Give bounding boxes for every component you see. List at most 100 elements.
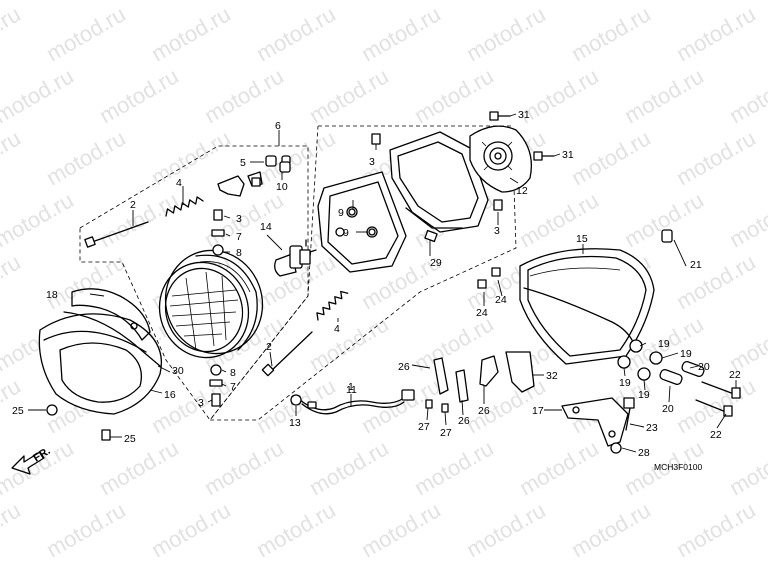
watermark-text: motod.ru [95,63,183,128]
watermark-text: motod.ru [725,187,768,252]
watermark-text: motod.ru [0,125,25,190]
leader-lines [28,113,737,453]
watermark-text: motod.ru [0,63,78,128]
watermark-text: motod.ru [672,249,760,314]
callout-28: 28 [638,447,650,459]
callout-19: 19 [680,348,692,360]
watermark-text: motod.ru [305,0,393,4]
watermark-text: motod.ru [672,125,760,190]
watermark-text: motod.ru [200,435,288,500]
watermark-text: motod.ru [95,0,183,4]
callout-21: 21 [690,259,702,271]
callout-7: 7 [236,231,242,243]
callout-25: 25 [12,405,24,417]
callout-27: 27 [440,427,452,439]
lower-bracket-32 [505,351,535,393]
callout-23: 23 [646,422,658,434]
watermark-text: motod.ru [357,1,445,66]
watermark-text: motod.ru [0,187,78,252]
callout-16: 16 [164,389,176,401]
watermark-text: motod.ru [672,497,760,562]
callout-3: 3 [369,156,375,168]
watermark-text: motod.ru [252,1,340,66]
watermark-text: motod.ru [0,249,25,314]
headlight-cowl [519,248,655,365]
callout-7: 7 [230,381,236,393]
watermark-text: motod.ru [305,435,393,500]
callout-14: 14 [260,221,272,233]
linkage-parts [433,355,499,403]
headlight-bulb [274,239,317,277]
callout-1: 1 [348,381,354,393]
callout-20: 20 [698,361,710,373]
watermark-text: motod.ru [42,497,130,562]
callout-10: 10 [276,181,288,193]
case-bracket [389,131,489,243]
watermark-text: motod.ru [0,1,25,66]
front-shell [38,313,162,415]
callout-22: 22 [710,429,722,441]
callout-13: 13 [289,417,301,429]
group-frame-6 [79,145,309,421]
callout-19: 19 [638,389,650,401]
watermark-text: motod.ru [305,63,393,128]
watermark-text: motod.ru [515,435,603,500]
watermark-text: motod.ru [200,63,288,128]
watermark-text: motod.ru [95,435,183,500]
callout-4: 4 [176,177,182,189]
callout-24: 24 [495,294,507,306]
watermark-text: motod.ru [252,497,340,562]
callout-2: 2 [266,341,272,353]
callout-6: 6 [275,120,281,132]
watermark-text: motod.ru [567,1,655,66]
callout-30: 30 [172,365,184,377]
watermark-text: motod.ru [515,0,603,4]
watermark-text: motod.ru [620,63,708,128]
callout-26: 26 [458,415,470,427]
watermark-text: motod.ru [252,125,340,190]
callout-17: 17 [532,405,544,417]
watermark-text: motod.ru [725,63,768,128]
watermark-text: motod.ru [410,435,498,500]
drawing-code: MCH3F0100 [654,462,702,472]
watermark-text: motod.ru [357,497,445,562]
watermark-text: motod.ru [515,187,603,252]
watermark-text: motod.ru [725,435,768,500]
watermark-text: motod.ru [305,311,393,376]
watermark-text: motod.ru [672,1,760,66]
callout-3: 3 [236,213,242,225]
headlight-rim [164,249,264,355]
callout-11: 11 [346,384,357,396]
watermark-text: motod.ru [42,249,130,314]
watermark-text: motod.ru [147,497,235,562]
callout-4: 4 [334,323,340,335]
watermark-text: motod.ru [200,0,288,4]
callout-9: 9 [343,227,349,239]
callout-26: 26 [478,405,490,417]
callout-19: 19 [619,377,631,389]
callout-3: 3 [198,397,204,409]
callout-18: 18 [46,289,58,301]
callout-labels: 6 2 4 5 10 3 7 8 14 3 9 9 3 12 29 31 31 … [12,109,741,459]
callout-27: 27 [418,421,430,433]
watermark-text: motod.ru [410,0,498,4]
watermark-text: motod.ru [567,497,655,562]
callout-25: 25 [124,433,136,445]
watermark-text: motod.ru [410,63,498,128]
shell-bracket [63,288,161,367]
headlight-case [317,171,407,273]
callout-5: 5 [240,157,246,169]
callout-29: 29 [430,257,442,269]
callout-12: 12 [516,185,528,197]
watermark-text: motod.ru [42,1,130,66]
watermark-text: motod.ru [462,497,550,562]
callout-2: 2 [130,199,136,211]
callout-8: 8 [236,247,242,259]
watermark-text: motod.ru [0,497,25,562]
headlight-lens [158,261,250,359]
rear-housing [469,125,533,193]
callout-24: 24 [476,307,488,319]
